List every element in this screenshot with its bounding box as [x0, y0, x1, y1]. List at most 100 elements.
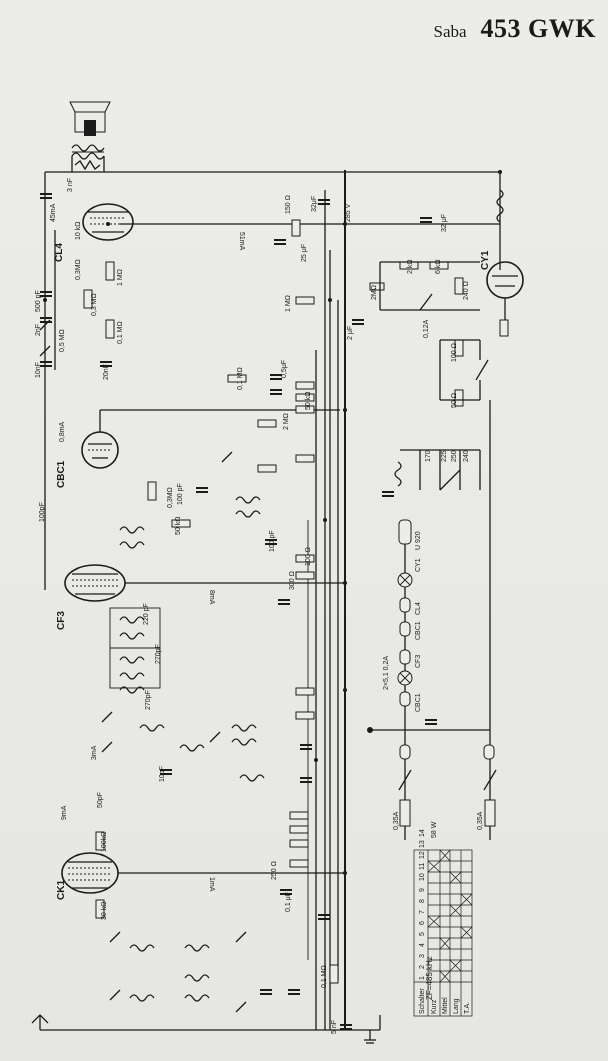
svg-text:2 kΩ: 2 kΩ — [407, 259, 414, 274]
voltage-285v: 285 V — [345, 203, 352, 222]
resistor — [83, 289, 93, 309]
svg-text:100 Ω: 100 Ω — [451, 343, 458, 362]
component-values: 10 kΩ 0,3MΩ 500 pF 2nF 0,5 MΩ 10nF 1 MΩ … — [35, 195, 470, 1034]
svg-text:300 Ω: 300 Ω — [289, 571, 296, 590]
resistor — [295, 393, 315, 402]
capacitors — [40, 193, 437, 1030]
resistor — [289, 825, 309, 834]
fuse-main-label: 2×5,1 0,2A — [383, 656, 390, 690]
table-column-14: 14 — [419, 829, 426, 837]
svg-text:32 μF: 32 μF — [441, 214, 448, 232]
resistor — [257, 419, 277, 428]
svg-text:250: 250 — [451, 450, 458, 462]
resistors — [83, 219, 509, 984]
svg-text:6 kΩ: 6 kΩ — [435, 259, 442, 274]
supply-rails — [44, 170, 501, 1031]
resistor — [227, 374, 247, 383]
tube-cl4: CL4 45mA 3 nF — [50, 178, 134, 262]
current-51ma: 51mA — [238, 232, 245, 251]
resistor — [499, 319, 509, 337]
svg-text:2MΩ: 2MΩ — [371, 285, 378, 300]
svg-text:10nF: 10nF — [35, 362, 42, 378]
resistor — [105, 319, 115, 339]
svg-text:0,5 MΩ: 0,5 MΩ — [59, 329, 66, 352]
tube-label-cl4: CL4 — [54, 243, 65, 262]
resistor — [257, 464, 277, 473]
table-column-1: 1 — [419, 976, 426, 980]
resistor — [295, 296, 315, 305]
table-column-12: 12 — [419, 851, 426, 859]
svg-text:32μF: 32μF — [311, 196, 318, 212]
resistor — [369, 282, 385, 291]
coils — [109, 461, 402, 1002]
svg-text:30 kΩ: 30 kΩ — [101, 902, 108, 920]
fuse-035a-1: 0,35A — [393, 811, 400, 830]
svg-text:225: 225 — [441, 450, 448, 462]
table-column-13: 13 — [419, 840, 426, 848]
svg-text:0,3 MΩ: 0,3 MΩ — [91, 293, 98, 316]
svg-text:240: 240 — [463, 450, 470, 462]
resistor — [291, 219, 301, 237]
svg-text:1 MΩ: 1 MΩ — [285, 295, 292, 312]
tube-label-cf3: CF3 — [56, 611, 67, 630]
current-1ma: 1mA — [208, 877, 215, 892]
junction-dots — [43, 170, 502, 875]
power-58w: 58 W — [431, 821, 438, 838]
resistor — [289, 839, 309, 848]
table-row-lang: Lang — [453, 998, 460, 1014]
if-frequency: ZF=485 kHz — [425, 956, 434, 1000]
svg-text:0,3MΩ: 0,3MΩ — [75, 259, 82, 280]
svg-text:1 MΩ: 1 MΩ — [117, 269, 124, 286]
page-title: Saba 453 GWK — [434, 14, 597, 44]
resistor — [295, 571, 315, 580]
table-row-kurz: Kurz — [431, 999, 438, 1014]
voltage-selector — [379, 261, 489, 491]
svg-text:250 Ω: 250 Ω — [271, 861, 278, 880]
table-column-9: 9 — [419, 888, 426, 892]
resistor — [329, 964, 339, 984]
current-3ma: 3mA — [91, 745, 98, 760]
svg-text:10pF: 10pF — [159, 766, 166, 782]
fuse-012a-label: 0,12A — [423, 319, 430, 338]
svg-text:100kΩ: 100kΩ — [101, 832, 108, 852]
svg-text:2nF: 2nF — [35, 324, 42, 336]
table-column-11: 11 — [419, 863, 426, 870]
svg-text:5 nF: 5 nF — [331, 1020, 338, 1034]
resistor — [295, 454, 315, 463]
current-9ma: 9mA — [61, 805, 68, 820]
chain-cl4: CL4 — [415, 602, 422, 615]
svg-text:50pF: 50pF — [97, 792, 104, 808]
resistor — [295, 687, 315, 696]
table-column-7: 7 — [419, 910, 426, 914]
table-row-mittel: Mittel — [442, 997, 449, 1014]
svg-text:50 kΩ: 50 kΩ — [305, 392, 312, 410]
tube-cbc1: CBC1 0,8mA 100pF — [39, 409, 340, 522]
svg-text:0,5μF: 0,5μF — [281, 360, 288, 378]
current-8ma: 8mA — [208, 590, 215, 605]
svg-text:270pF: 270pF — [155, 644, 162, 664]
tube-label-cbc1: CBC1 — [56, 460, 67, 488]
svg-text:25 μF: 25 μF — [301, 244, 308, 262]
svg-text:100 Ω: 100 Ω — [305, 547, 312, 566]
resistor — [454, 389, 464, 407]
svg-text:150 Ω: 150 Ω — [285, 195, 292, 214]
table-column-10: 10 — [419, 873, 426, 881]
svg-text:20nF: 20nF — [103, 364, 110, 380]
svg-text:50 kΩ: 50 kΩ — [175, 517, 182, 535]
chain-cf3: CF3 — [415, 655, 422, 668]
table-column-2: 2 — [419, 965, 426, 969]
svg-text:500 pF: 500 pF — [35, 290, 42, 312]
resistor — [289, 859, 309, 868]
table-header-switch: Schalter — [419, 988, 426, 1014]
svg-text:240 Ω: 240 Ω — [463, 281, 470, 300]
chain-ck1: CBC1 — [415, 693, 422, 712]
switch-table: Schalter Kurz Mittel Lang T.A. 123456789… — [413, 829, 473, 1017]
resistor — [295, 554, 315, 563]
chain-cbc1: CBC1 — [415, 621, 422, 640]
svg-text:2 μF: 2 μF — [347, 326, 354, 340]
resistor — [171, 519, 191, 528]
resistor — [95, 831, 105, 851]
table-column-6: 6 — [419, 921, 426, 925]
model-number: 453 GWK — [480, 14, 596, 43]
